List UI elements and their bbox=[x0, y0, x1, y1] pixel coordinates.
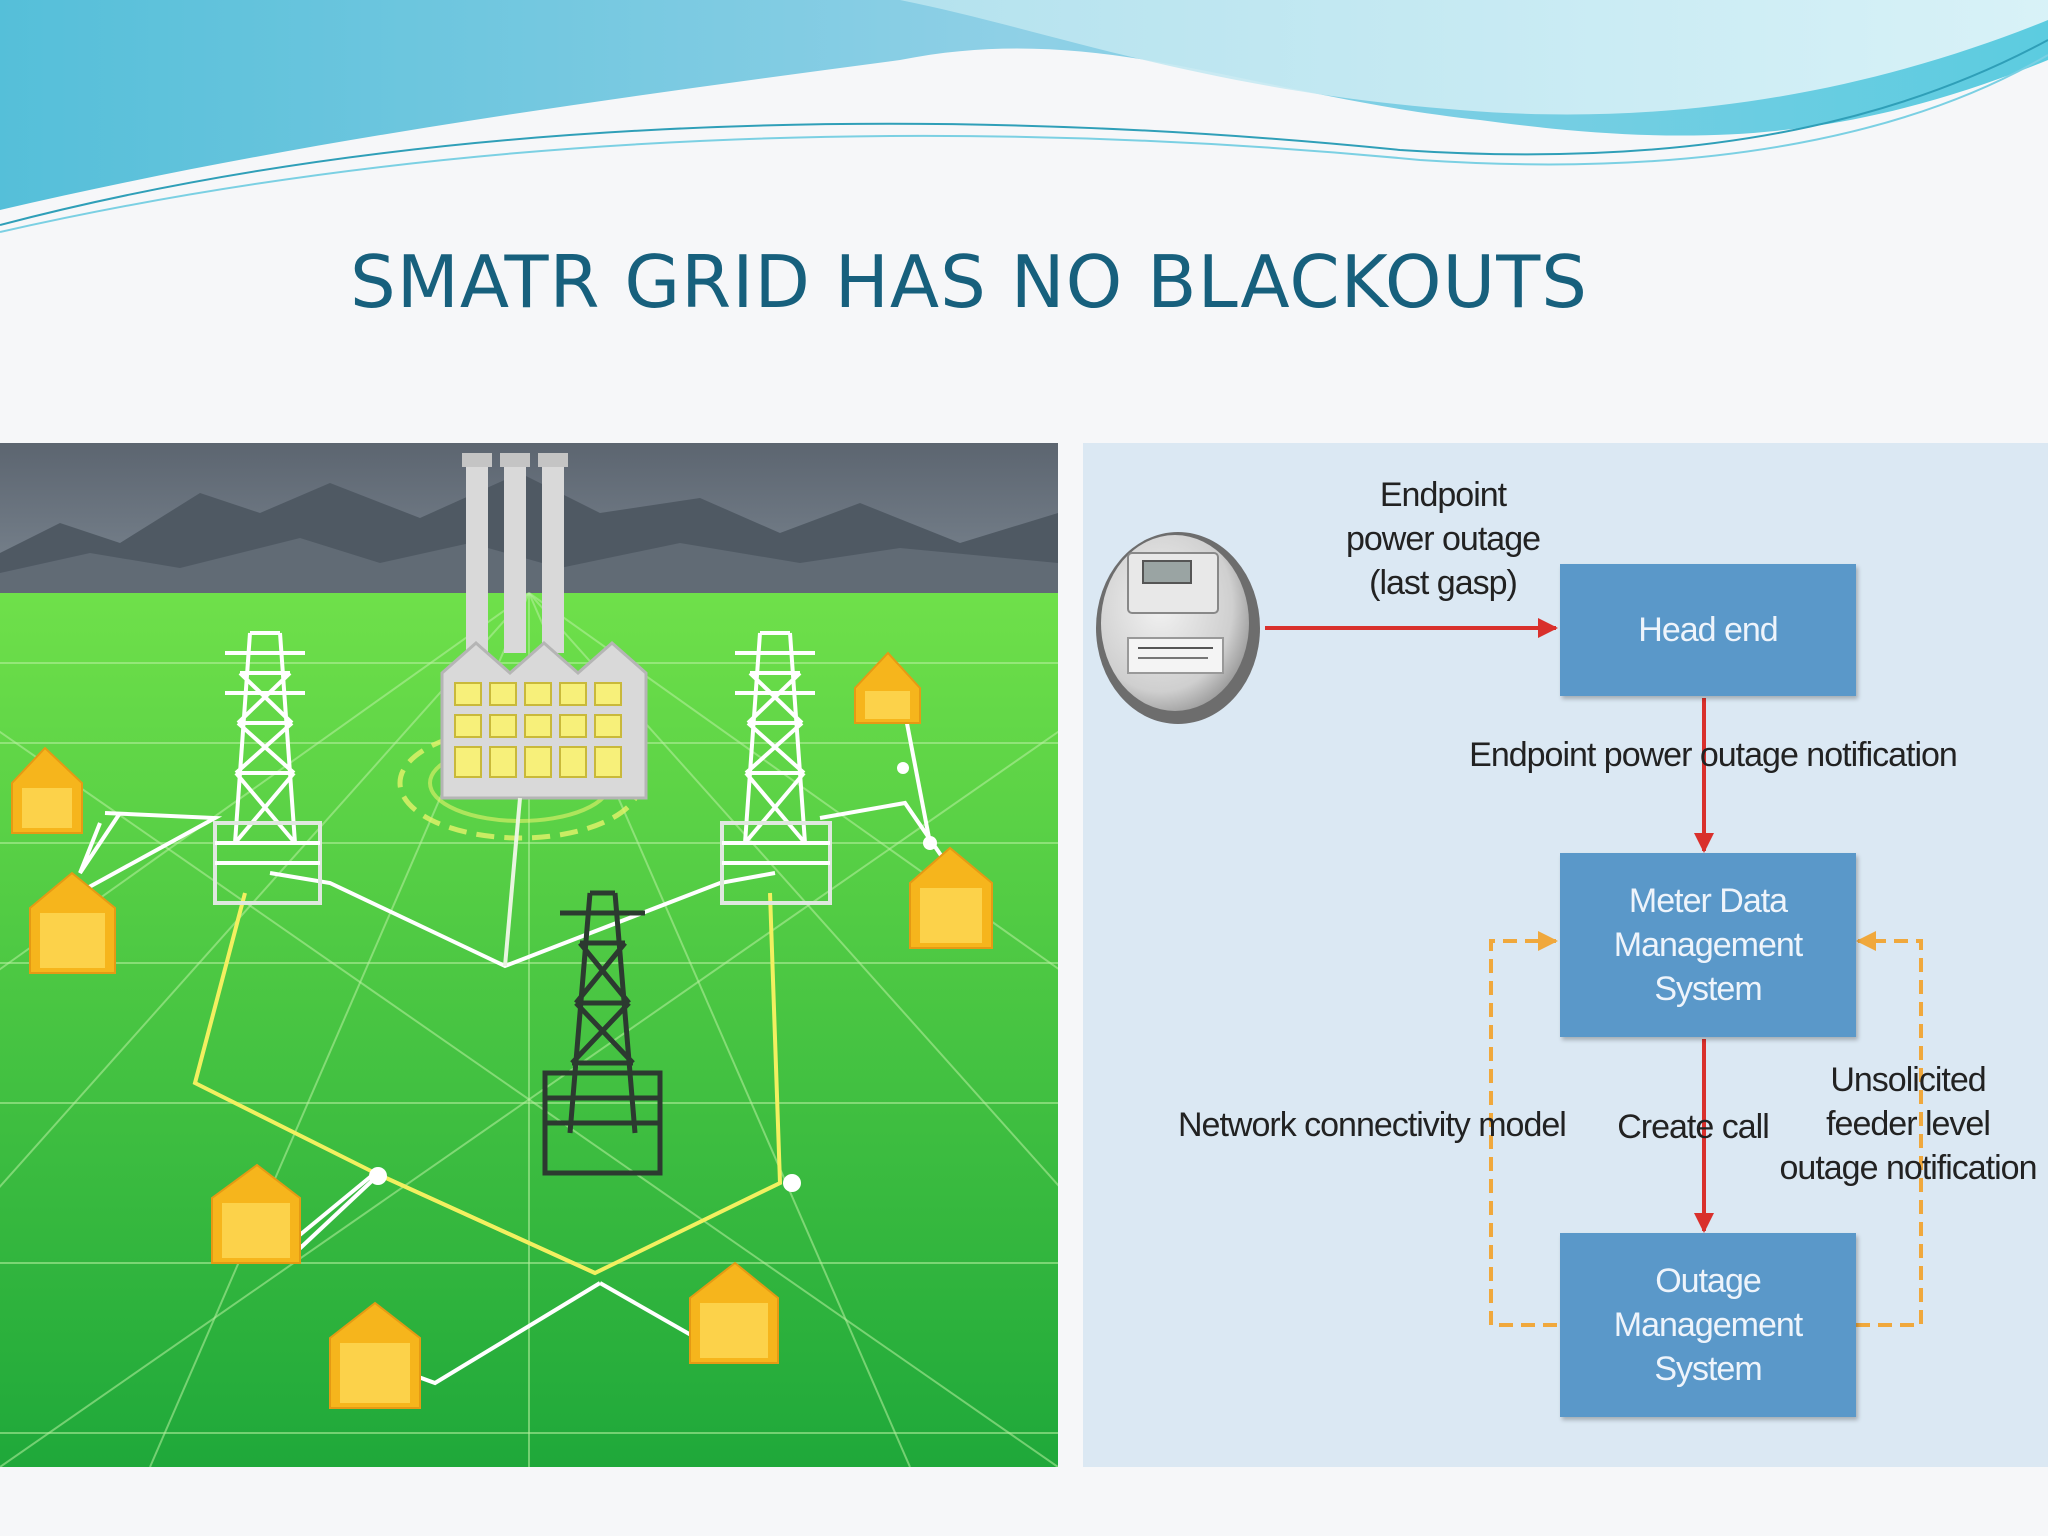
head-end-label: Head end bbox=[1638, 611, 1778, 649]
smart-grid-scene bbox=[0, 443, 1058, 1467]
header-wave-banner bbox=[0, 0, 2048, 233]
mdms-label: Meter Data Management System bbox=[1613, 882, 1803, 1008]
transmission-tower-icon bbox=[213, 631, 322, 905]
unsolicited-notification-label: Unsolicited feeder level outage notifica… bbox=[1779, 1061, 2038, 1187]
power-plant-icon bbox=[397, 453, 648, 841]
transmission-tower-icon bbox=[720, 631, 832, 905]
notification-label: Endpoint power outage notification bbox=[1469, 736, 1958, 774]
slide-title: SMATR GRID HAS NO BLACKOUTS bbox=[350, 240, 1588, 324]
diagram-connectors bbox=[1096, 532, 1923, 1327]
head-end-box: Head end bbox=[1560, 564, 1856, 696]
meter-data-management-box: Meter Data Management System bbox=[1560, 853, 1856, 1037]
smart-meter-icon bbox=[1096, 532, 1260, 724]
network-model-label: Network connectivity model bbox=[1178, 1106, 1567, 1144]
create-call-label: Create call bbox=[1617, 1108, 1770, 1146]
outage-flow-diagram: Head end Meter Data Management System Ou… bbox=[1083, 443, 2048, 1467]
dark-transmission-tower-icon bbox=[542, 890, 663, 1176]
endpoint-outage-label: Endpoint power outage (last gasp) bbox=[1345, 476, 1541, 602]
outage-management-box: Outage Management System bbox=[1560, 1233, 1856, 1417]
smart-grid-illustration bbox=[0, 443, 1058, 1467]
oms-label: Outage Management System bbox=[1613, 1262, 1803, 1388]
